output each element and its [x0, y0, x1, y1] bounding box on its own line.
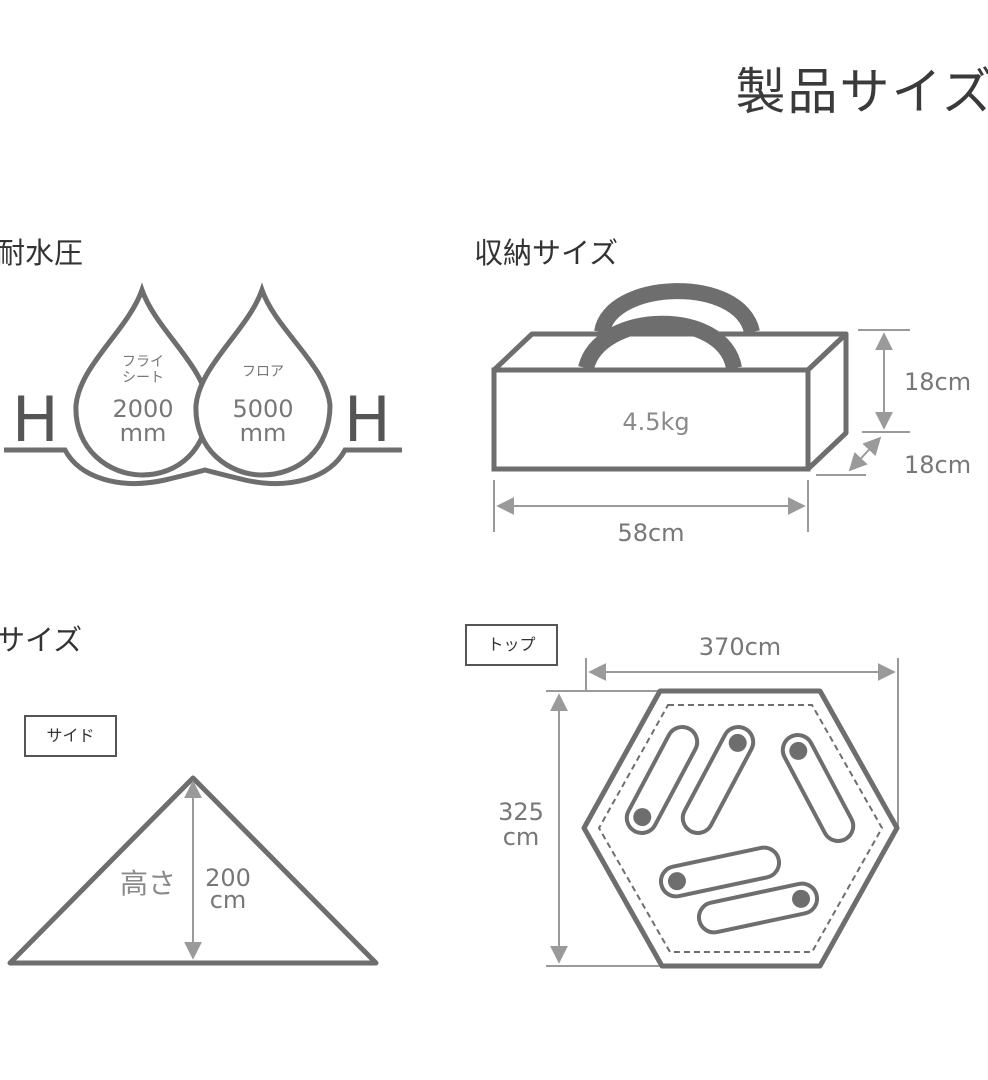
h-right-symbol: H: [344, 383, 391, 456]
page-title: 製品サイズ: [735, 63, 988, 121]
sleeping-bag-1: [624, 725, 700, 835]
floor-drop: [193, 282, 333, 478]
side-view-label: サイド: [24, 715, 117, 757]
bag-top-face: [491, 331, 849, 373]
sleeping-bag-3: [780, 733, 856, 843]
sleeping-bag-5: [696, 881, 820, 935]
tent-side-diagram: [7, 775, 379, 966]
bag-height-value: 18cm: [904, 368, 971, 396]
h-left-symbol: H: [12, 383, 59, 456]
size-title: サイズ: [0, 623, 83, 657]
top-width-value: 370cm: [699, 633, 781, 661]
fly-sheet-drop: [73, 282, 211, 478]
fly-sheet-value: 2000: [112, 395, 173, 423]
bag-weight: 4.5kg: [622, 408, 689, 436]
storage-bag-diagram: [491, 283, 910, 532]
water-surface-line: [4, 447, 402, 486]
floor-label: フロア: [242, 364, 284, 380]
water-pressure-diagram: [4, 282, 402, 486]
bag-width-value: 58cm: [617, 519, 684, 547]
tent-inner-outline: [597, 704, 884, 953]
fly-sheet-unit: mm: [120, 419, 167, 447]
bag-handle-front: [578, 315, 742, 371]
floor-unit: mm: [240, 419, 287, 447]
fly-sheet-label-1: フライ: [122, 354, 164, 370]
bag-front-face: [491, 367, 811, 472]
sleeping-bag-4: [658, 845, 782, 899]
tent-top-diagram: [546, 658, 900, 969]
bag-depth-value: 18cm: [904, 451, 971, 479]
fly-sheet-label-2: シート: [122, 370, 164, 386]
sleeping-bag-2: [680, 725, 756, 835]
floor-value: 5000: [232, 395, 293, 423]
height-unit: cm: [210, 886, 247, 914]
height-value: 200: [205, 864, 251, 892]
top-depth-unit: cm: [503, 823, 540, 851]
bag-handle-back: [594, 283, 760, 335]
top-depth-value: 325: [498, 798, 544, 826]
height-label: 高さ: [120, 867, 176, 900]
top-view-label: トップ: [465, 624, 558, 666]
storage-size-title: 収納サイズ: [474, 236, 619, 270]
waterproof-title: 耐水圧: [0, 236, 84, 270]
